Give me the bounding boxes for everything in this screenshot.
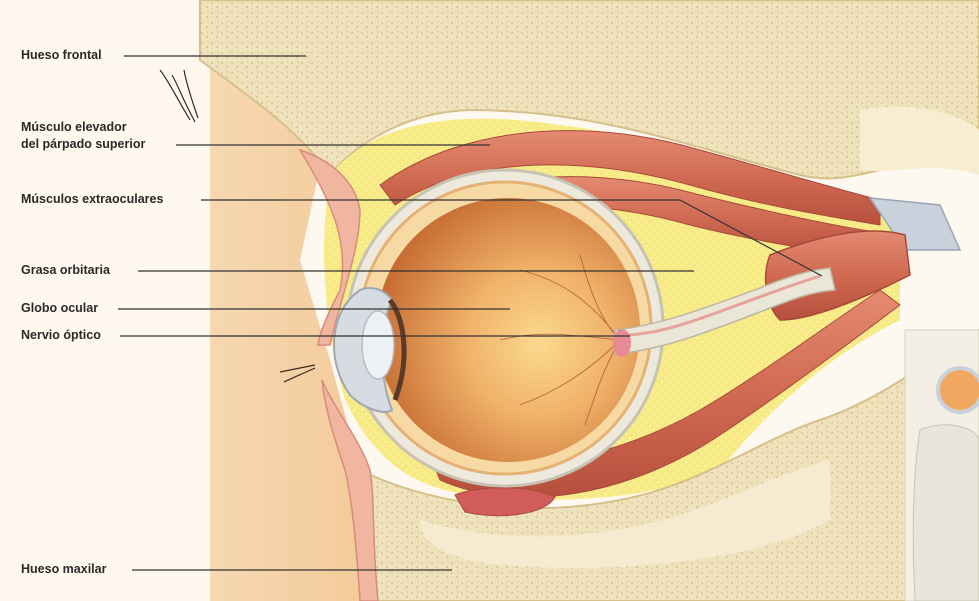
lens — [362, 311, 394, 379]
inset-thumbnail — [905, 330, 979, 601]
label-musculos-extraoculares: Músculos extraoculares — [21, 192, 163, 207]
label-globo-ocular: Globo ocular — [21, 301, 98, 316]
label-nervio-optico: Nervio óptico — [21, 328, 101, 343]
label-grasa-orbitaria: Grasa orbitaria — [21, 263, 110, 278]
label-hueso-frontal: Hueso frontal — [21, 48, 102, 63]
eyeball-globe — [376, 198, 640, 462]
label-musculo-elevador-line1: Músculo elevador — [21, 120, 127, 135]
label-hueso-maxilar: Hueso maxilar — [21, 562, 106, 577]
label-musculo-elevador-line2: del párpado superior — [21, 137, 145, 152]
